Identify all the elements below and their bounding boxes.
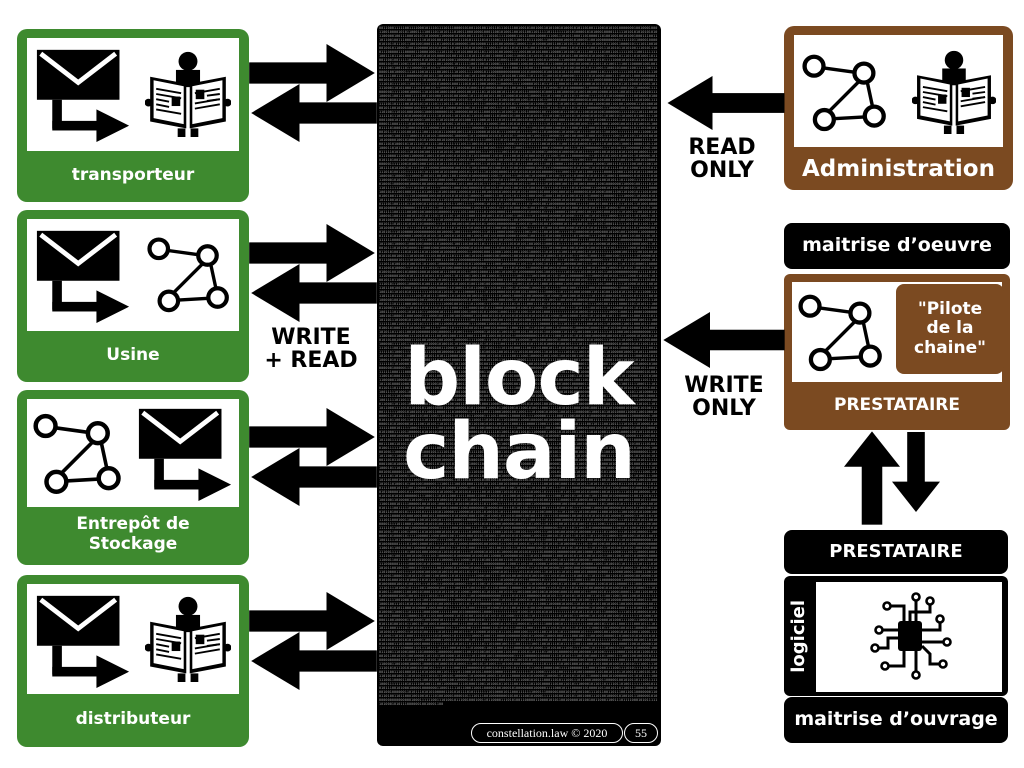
logiciel-label: logiciel <box>784 576 814 696</box>
administration-box: Administration <box>784 26 1013 190</box>
envelope-arrow-icon <box>35 227 131 323</box>
envelope-arrow-icon <box>137 405 233 501</box>
network-icon <box>802 47 888 137</box>
read-only-label: READ ONLY <box>688 135 756 184</box>
logiciel-icon-panel <box>816 582 1002 692</box>
network-icon <box>147 229 231 319</box>
actor-icon-panel <box>27 219 239 331</box>
actor-icon-panel <box>27 584 239 694</box>
maitrise-oeuvre-header: maitrise d’oeuvre <box>784 223 1010 269</box>
arrow-down-icon <box>888 432 944 512</box>
prestataire-bottom-header: PRESTATAIRE <box>784 530 1008 574</box>
binary-background: 0011000111110011110001011101111011100001… <box>379 26 658 706</box>
prestataire-moe-box: "Pilote de la chaine" PRESTATAIRE <box>784 274 1010 430</box>
actor-label: Entrepôt de Stockage <box>76 514 190 554</box>
actor-entrepot: Entrepôt de Stockage <box>17 390 249 565</box>
person-reading-icon <box>912 41 996 143</box>
blockchain-title-line2: chain <box>403 407 636 497</box>
footer-source: constellation.law © 2020 <box>471 723 623 743</box>
administration-label: Administration <box>802 155 995 182</box>
person-reading-icon <box>145 587 231 691</box>
envelope-arrow-icon <box>35 46 131 142</box>
arrow-left-icon <box>250 632 378 690</box>
chip-icon <box>860 586 960 686</box>
logiciel-box: logiciel <box>784 576 1008 696</box>
actor-label: distributeur <box>75 709 191 730</box>
prestataire-top-label: PRESTATAIRE <box>834 395 960 416</box>
actor-icon-panel <box>27 38 239 151</box>
logiciel-text: logiciel <box>787 599 809 673</box>
arrow-left-icon <box>663 312 785 368</box>
write-read-label: WRITE + READ <box>264 325 358 374</box>
pilote-chaine-label: "Pilote de la chaine" <box>896 284 1004 374</box>
arrow-left-icon <box>250 448 378 506</box>
arrow-left-icon <box>250 264 378 322</box>
arrow-left-icon <box>666 76 786 130</box>
footer-page-number: 55 <box>624 723 658 743</box>
actor-label: transporteur <box>71 165 195 186</box>
network-icon <box>33 407 123 499</box>
administration-icon-panel <box>794 35 1003 147</box>
actor-usine: Usine <box>17 210 249 382</box>
arrow-left-icon <box>250 84 378 142</box>
person-reading-icon <box>145 42 231 146</box>
actor-icon-panel <box>27 399 239 507</box>
blockchain-column: 0011000111110011110001011101111011100001… <box>377 24 661 746</box>
actor-transporteur: transporteur <box>17 29 249 202</box>
envelope-arrow-icon <box>35 592 131 688</box>
actor-distributeur: distributeur <box>17 575 249 747</box>
write-only-label: WRITE ONLY <box>684 373 764 422</box>
maitrise-ouvrage-footer: maitrise d’ouvrage <box>784 697 1008 743</box>
actor-label: Usine <box>106 345 160 366</box>
network-icon <box>798 288 884 376</box>
blockchain-title-line1: block <box>404 333 634 423</box>
